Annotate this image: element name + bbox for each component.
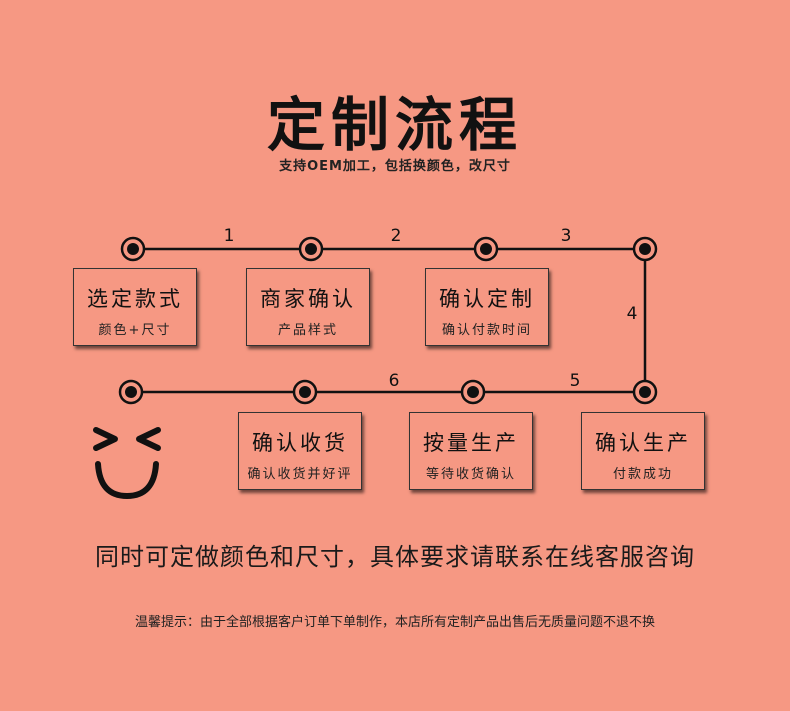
step-subtitle: 确认收货并好评 <box>247 467 353 482</box>
step-card-mass-production: 按量生产 等待收货确认 <box>409 412 533 490</box>
step-number: 1 <box>223 226 235 246</box>
step-title: 商家确认 <box>260 287 356 311</box>
step-number: 2 <box>390 226 402 246</box>
step-title: 确认定制 <box>439 287 535 311</box>
warm-tip: 温馨提示：由于全部根据客户订单下单制作，本店所有定制产品出售后无质量问题不退不换 <box>134 615 655 630</box>
circle-dot-icon <box>632 236 658 262</box>
circle-dot-icon <box>460 379 486 405</box>
step-number: 4 <box>626 304 638 324</box>
circle-dot-icon <box>118 379 144 405</box>
step-title: 选定款式 <box>87 287 183 311</box>
step-number: 3 <box>560 226 572 246</box>
page-subtitle: 支持OEM加工，包括换颜色，改尺寸 <box>279 159 511 174</box>
circle-dot-icon <box>298 236 324 262</box>
smiley-face-icon <box>93 427 161 499</box>
step-title: 按量生产 <box>423 431 519 455</box>
step-subtitle: 产品样式 <box>277 323 338 338</box>
circle-dot-icon <box>632 379 658 405</box>
step-subtitle: 颜色+尺寸 <box>98 323 172 338</box>
step-subtitle: 确认付款时间 <box>441 323 532 338</box>
step-card-merchant-confirm: 商家确认 产品样式 <box>246 268 370 346</box>
step-subtitle: 等待收货确认 <box>425 467 516 482</box>
step-number: 6 <box>388 371 400 391</box>
circle-dot-icon <box>473 236 499 262</box>
page-title: 定制流程 <box>266 91 523 159</box>
custom-service-note: 同时可定做颜色和尺寸，具体要求请联系在线客服咨询 <box>95 543 695 571</box>
step-number: 5 <box>569 371 581 391</box>
step-subtitle: 付款成功 <box>612 467 673 482</box>
step-card-confirm-custom: 确认定制 确认付款时间 <box>425 268 549 346</box>
step-card-confirm-production: 确认生产 付款成功 <box>581 412 705 490</box>
circle-dot-icon <box>120 236 146 262</box>
circle-dot-icon <box>292 379 318 405</box>
step-card-confirm-receipt: 确认收货 确认收货并好评 <box>238 412 362 490</box>
step-title: 确认生产 <box>595 431 691 455</box>
step-card-select-style: 选定款式 颜色+尺寸 <box>73 268 197 346</box>
step-title: 确认收货 <box>252 431 348 455</box>
